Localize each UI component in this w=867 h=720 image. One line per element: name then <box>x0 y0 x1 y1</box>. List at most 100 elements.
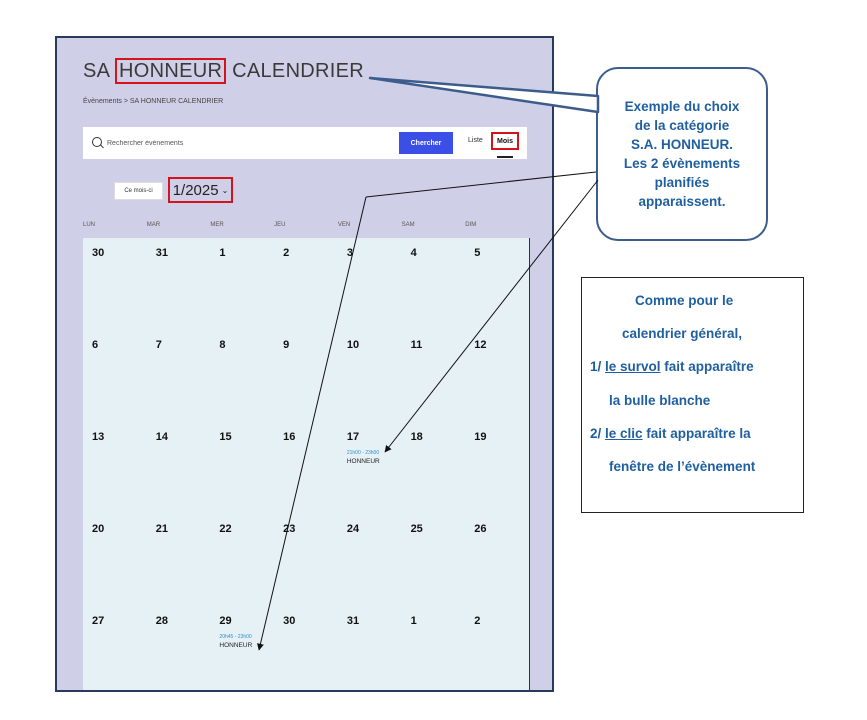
event-title[interactable]: HONNEUR <box>219 642 253 649</box>
day-cell[interactable]: 15 <box>210 422 276 515</box>
day-cell[interactable]: 1 <box>401 606 467 690</box>
day-cell[interactable]: 2 <box>465 606 530 690</box>
note-line: fenêtre de l’évènement <box>609 459 756 474</box>
callout-bubble: Exemple du choix de la catégorie S.A. HO… <box>596 67 768 241</box>
day-cell[interactable]: 3 <box>337 238 403 331</box>
day-cell[interactable]: 7 <box>146 330 212 423</box>
view-tab-month[interactable]: Mois <box>491 132 519 150</box>
day-cell[interactable]: 22 <box>210 514 276 607</box>
day-cell[interactable]: 20 <box>83 514 148 607</box>
day-number: 13 <box>92 431 105 443</box>
day-number: 4 <box>410 247 417 259</box>
day-cell[interactable]: 1 <box>210 238 276 331</box>
day-cell[interactable]: 16 <box>274 422 339 515</box>
day-number: 5 <box>474 247 481 259</box>
day-number: 1 <box>410 615 417 627</box>
note-line: calendrier général, <box>622 326 743 341</box>
note-line: 1/ le survol fait apparaître <box>590 359 754 374</box>
day-cell[interactable]: 21 <box>146 514 212 607</box>
search-icon <box>92 137 102 147</box>
day-number: 9 <box>283 339 290 351</box>
breadcrumb[interactable]: Évènements > SA HONNEUR CALENDRIER <box>83 98 224 105</box>
day-cell[interactable]: 18 <box>401 422 467 515</box>
note-prefix: 1/ <box>590 359 606 374</box>
weekday-label: MAR <box>146 222 161 228</box>
day-number: 2 <box>474 615 481 627</box>
day-cell[interactable]: 31 <box>146 238 212 331</box>
view-tab-list[interactable]: Liste <box>468 137 483 144</box>
day-cell[interactable]: 10 <box>337 330 403 423</box>
day-number: 29 <box>219 615 232 627</box>
day-number: 28 <box>155 615 168 627</box>
day-cell[interactable]: 25 <box>401 514 467 607</box>
day-number: 30 <box>283 615 296 627</box>
day-number: 6 <box>92 339 99 351</box>
day-number: 31 <box>346 615 360 627</box>
day-cell[interactable]: 30 <box>83 238 148 331</box>
search-input[interactable] <box>107 136 367 150</box>
day-cell[interactable]: 12 <box>465 330 530 423</box>
day-cell[interactable]: 6 <box>83 330 148 423</box>
note-line: 2/ le clic fait apparaître la <box>590 426 751 441</box>
day-cell[interactable]: 26 <box>465 514 530 607</box>
day-number: 14 <box>155 431 168 443</box>
annotation-note: Comme pour le calendrier général, 1/ le … <box>581 277 804 513</box>
search-button[interactable]: Chercher <box>399 132 453 154</box>
day-cell[interactable]: 14 <box>146 422 212 515</box>
day-number: 12 <box>474 339 487 351</box>
day-number: 21 <box>155 523 168 535</box>
this-month-button[interactable]: Ce mois-ci <box>114 182 163 200</box>
page-title: SA HONNEUR CALENDRIER <box>83 58 365 84</box>
title-category-highlight: HONNEUR <box>115 58 227 84</box>
day-number: 19 <box>474 431 487 443</box>
note-line: la bulle blanche <box>609 393 711 408</box>
calendar-screenshot: SA HONNEUR CALENDRIER Évènements > SA HO… <box>55 36 554 692</box>
day-number: 25 <box>410 523 423 535</box>
note-underline: le survol <box>605 359 661 374</box>
day-number: 20 <box>92 523 105 535</box>
note-prefix: 2/ <box>590 426 606 441</box>
weekday-label: DIM <box>465 222 477 228</box>
day-cell[interactable]: 27 <box>83 606 148 690</box>
day-cell[interactable]: 4 <box>401 238 467 331</box>
note-line: Comme pour le <box>635 293 734 308</box>
day-cell[interactable]: 31 <box>337 606 403 690</box>
weekday-label: JEU <box>274 222 286 228</box>
day-cell[interactable]: 11 <box>401 330 467 423</box>
title-suffix: CALENDRIER <box>226 60 365 82</box>
event-time[interactable]: 21h00 - 23h00 <box>346 450 380 456</box>
note-underline: le clic <box>605 426 643 441</box>
day-number: 1 <box>219 247 226 259</box>
day-cell[interactable]: 13 <box>83 422 148 515</box>
weekday-label: SAM <box>401 222 415 228</box>
day-number: 3 <box>346 247 353 259</box>
day-cell[interactable]: 23 <box>274 514 339 607</box>
day-number: 8 <box>219 339 226 351</box>
day-number: 15 <box>219 431 232 443</box>
event-title[interactable]: HONNEUR <box>346 458 380 465</box>
note-suffix: fait apparaître <box>660 359 754 374</box>
day-cell[interactable]: 19 <box>465 422 530 515</box>
day-cell[interactable]: 2 <box>274 238 339 331</box>
chevron-down-icon: ⌄ <box>221 185 229 195</box>
day-cell[interactable]: 8 <box>210 330 276 423</box>
weekday-label: LUN <box>83 222 96 228</box>
day-number: 16 <box>283 431 296 443</box>
month-picker[interactable]: 1/2025⌄ <box>168 177 233 203</box>
day-number: 30 <box>92 247 105 259</box>
day-number: 22 <box>219 523 232 535</box>
day-cell[interactable]: 24 <box>337 514 403 607</box>
note-suffix: fait apparaître la <box>642 426 751 441</box>
day-cell[interactable]: 28 <box>146 606 212 690</box>
day-cell[interactable]: 9 <box>274 330 339 423</box>
day-cell[interactable]: 30 <box>274 606 339 690</box>
day-number: 26 <box>474 523 487 535</box>
day-cell[interactable]: 5 <box>465 238 530 331</box>
event-time[interactable]: 20h45 - 23h00 <box>219 634 252 640</box>
day-number: 7 <box>155 339 162 351</box>
day-number: 27 <box>92 615 105 627</box>
day-number: 2 <box>283 247 290 259</box>
